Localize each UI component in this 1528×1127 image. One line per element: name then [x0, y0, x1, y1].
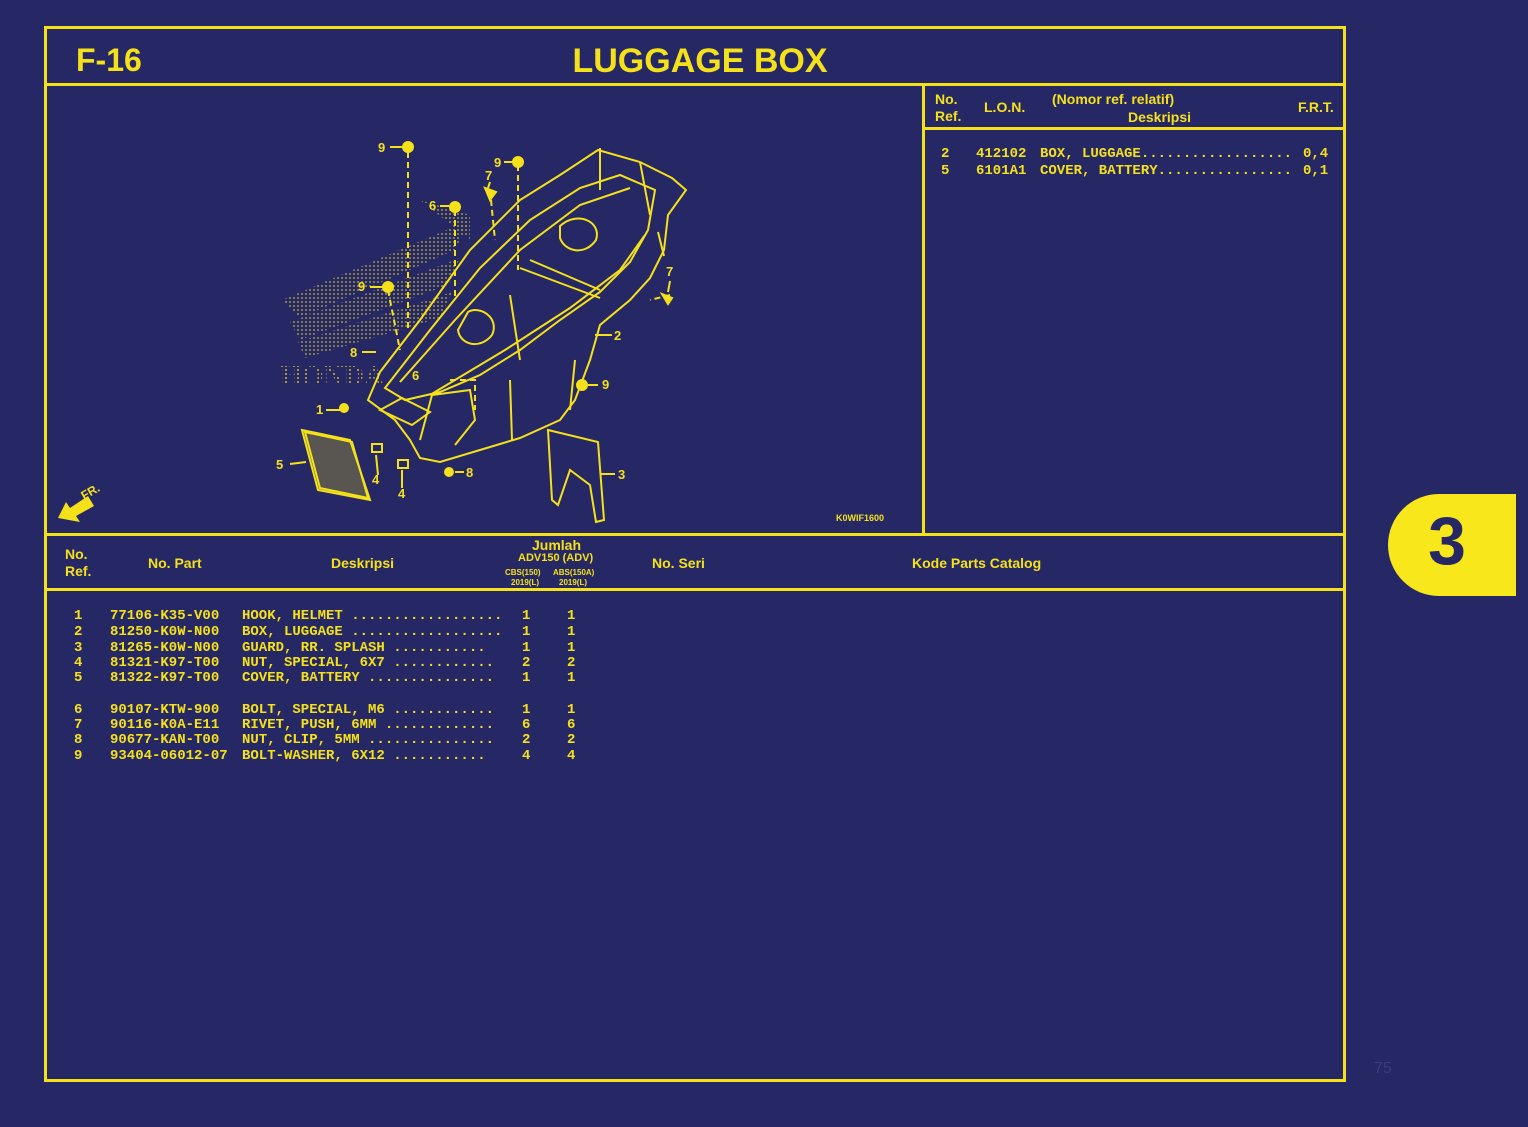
- parts-row: 7 90116-K0A-E11 RIVET, PUSH, 6MM .......…: [74, 717, 576, 733]
- parts-row: 6 90107-KTW-900 BOLT, SPECIAL, M6 ......…: [74, 702, 576, 718]
- parts-header-ref: No. Ref.: [65, 546, 92, 579]
- header-rule: [44, 83, 1346, 86]
- parts-header-variant: CBS(150): [505, 568, 541, 577]
- parts-row: 4 81321-K97-T00 NUT, SPECIAL, 6X7 ......…: [74, 655, 576, 671]
- section-code: F-16: [76, 42, 142, 78]
- callout: 7: [666, 264, 673, 279]
- callout: 6: [412, 368, 419, 383]
- parts-row: 3 81265-K0W-N00 GUARD, RR. SPLASH ......…: [74, 640, 576, 656]
- callout: 9: [602, 377, 609, 392]
- svg-text:FR.: FR.: [79, 481, 103, 503]
- callout: 4: [398, 486, 406, 501]
- callout: 9: [358, 279, 365, 294]
- luggage-box-drawing: [289, 141, 688, 524]
- honda-wing-logo: [282, 200, 470, 358]
- callout: 6: [429, 198, 436, 213]
- parts-row: 8 90677-KAN-T00 NUT, CLIP, 5MM .........…: [74, 732, 576, 748]
- lon-header-desc: Deskripsi: [1128, 109, 1192, 125]
- lon-row: 2 412102 BOX, LUGGAGE.................. …: [941, 146, 1329, 162]
- parts-header-year: 2019(L): [511, 578, 540, 587]
- lon-header-desc-note: (Nomor ref. relatif): [1052, 91, 1175, 107]
- callout: 2: [614, 328, 621, 343]
- parts-header-catalog: Kode Parts Catalog: [912, 555, 1042, 571]
- callout: 4: [372, 472, 380, 487]
- section-tab[interactable]: 3: [1388, 494, 1516, 596]
- parts-header-variant: ABS(150A): [553, 568, 595, 577]
- lon-header-lon: L.O.N.: [984, 99, 1026, 115]
- page-number: 75: [1374, 1060, 1392, 1077]
- page-frame: [44, 26, 1346, 1082]
- parts-row: 5 81322-K97-T00 COVER, BATTERY .........…: [74, 670, 576, 686]
- front-direction-arrow: FR.: [58, 481, 102, 522]
- callout: 1: [316, 402, 323, 417]
- lon-header-ref: No. Ref.: [935, 91, 962, 124]
- page-title: LUGGAGE BOX: [572, 42, 828, 80]
- parts-row: 2 81250-K0W-N00 BOX, LUGGAGE ...........…: [74, 624, 576, 640]
- callout: 8: [466, 465, 473, 480]
- lon-row: 5 6101A1 COVER, BATTERY................ …: [941, 163, 1329, 179]
- parts-header-model: ADV150 (ADV): [518, 552, 594, 564]
- parts-header-serial: No. Seri: [652, 555, 705, 571]
- parts-row: 1 77106-K35-V00 HOOK, HELMET ...........…: [74, 608, 576, 624]
- parts-header-desc: Deskripsi: [331, 555, 395, 571]
- parts-header-part: No. Part: [148, 555, 202, 571]
- parts-header-qty: Jumlah: [532, 537, 582, 553]
- parts-header-year: 2019(L): [559, 578, 588, 587]
- logo-text: HONDA: [280, 361, 385, 392]
- lon-header-rule: [925, 127, 1346, 130]
- parts-header-rule: [44, 588, 1346, 591]
- callout: 9: [494, 155, 501, 170]
- callout: 5: [276, 457, 283, 472]
- diagram-bottom-rule: [44, 533, 1346, 536]
- parts-row: 9 93404-06012-07 BOLT-WASHER, 6X12 .....…: [74, 748, 576, 764]
- diagram-divider: [922, 83, 925, 535]
- callout: 7: [485, 168, 492, 183]
- callout: 8: [350, 345, 357, 360]
- callout: 3: [618, 467, 625, 482]
- callout: 9: [378, 140, 385, 155]
- lon-header-frt: F.R.T.: [1298, 99, 1334, 115]
- drawing-code: K0WIF1600: [836, 513, 884, 523]
